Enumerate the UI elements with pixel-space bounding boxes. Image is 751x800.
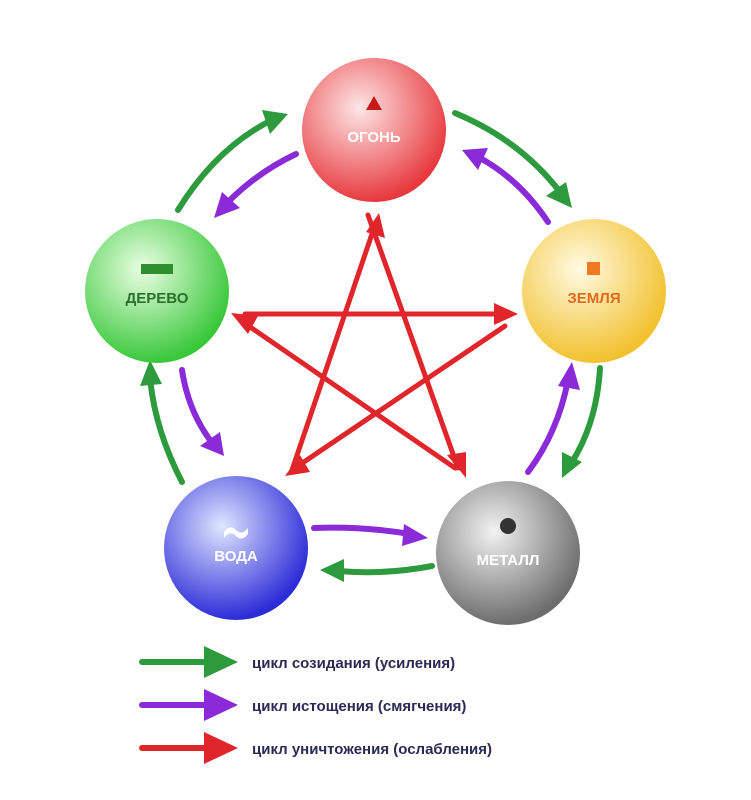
legend-item-destruction: цикл уничтожения (ослабления)	[139, 732, 492, 764]
node-water: ВОДА	[164, 476, 308, 620]
arrowhead-fire-to-earth	[546, 182, 572, 208]
arrow-fire-to-wood	[225, 151, 299, 205]
legend: цикл созидания (усиления) цикл истощения…	[139, 646, 492, 764]
node-metal-circle	[436, 481, 580, 625]
node-water-circle	[164, 476, 308, 620]
triangle-icon	[366, 96, 382, 110]
bar-icon	[141, 264, 173, 274]
node-water-label: ВОДА	[214, 548, 258, 565]
arrowhead-metal-to-water	[320, 559, 344, 582]
arrowhead-wood-to-water	[200, 432, 224, 456]
node-earth: ЗЕМЛЯ	[522, 219, 666, 363]
node-wood-circle	[85, 219, 229, 363]
creation-cycle-arrows	[140, 110, 603, 582]
arrow-metal-to-water	[335, 563, 435, 576]
arrowhead-water-to-fire	[366, 213, 385, 238]
legend-arrowhead-destruction	[204, 732, 238, 764]
node-metal-label: МЕТАЛЛ	[477, 552, 540, 569]
node-earth-circle	[522, 219, 666, 363]
legend-item-creation: цикл созидания (усиления)	[139, 646, 455, 678]
arrowhead-metal-to-earth	[558, 362, 580, 390]
legend-label-destruction: цикл уничтожения (ослабления)	[252, 741, 492, 758]
arrow-metal-to-wood	[237, 317, 458, 471]
arrow-earth-to-water	[292, 323, 508, 471]
legend-label-exhaustion: цикл истощения (смягчения)	[252, 698, 466, 715]
arrow-earth-to-fire	[477, 155, 551, 225]
arrow-metal-to-earth	[525, 377, 571, 475]
dot-icon	[500, 518, 516, 534]
wave-icon	[224, 527, 248, 539]
arrowhead-fire-to-metal	[447, 452, 466, 478]
arrow-water-to-fire	[289, 222, 378, 473]
arrowhead-water-to-metal	[402, 524, 428, 546]
arrow-fire-to-metal	[365, 212, 461, 471]
arrow-wood-to-water	[179, 367, 213, 443]
node-wood-label: ДЕРЕВО	[126, 290, 189, 307]
legend-item-exhaustion: цикл истощения (смягчения)	[139, 689, 466, 721]
node-metal: МЕТАЛЛ	[436, 481, 580, 625]
arrow-water-to-metal	[311, 524, 413, 537]
legend-label-creation: цикл созидания (усиления)	[252, 655, 455, 672]
arrow-earth-to-metal	[569, 365, 603, 465]
node-fire-circle	[302, 58, 446, 202]
node-wood: ДЕРЕВО	[85, 219, 229, 363]
arrow-water-to-wood	[147, 375, 185, 485]
node-fire: ОГОНЬ	[302, 58, 446, 202]
legend-arrowhead-exhaustion	[204, 689, 238, 721]
exhaustion-cycle-arrows	[179, 148, 580, 546]
square-icon	[587, 262, 600, 275]
arrowhead-fire-to-wood	[214, 192, 240, 218]
arrowhead-wood-to-fire	[262, 110, 288, 134]
arrowhead-wood-to-earth	[494, 303, 518, 325]
legend-arrowhead-creation	[204, 646, 238, 678]
node-earth-label: ЗЕМЛЯ	[567, 290, 620, 307]
node-fire-label: ОГОНЬ	[347, 129, 400, 146]
arrow-fire-to-earth	[452, 110, 563, 195]
arrowhead-metal-to-wood	[231, 313, 258, 334]
destruction-cycle-arrows	[231, 212, 518, 478]
arrowhead-water-to-wood	[140, 360, 162, 386]
arrow-wood-to-fire	[175, 119, 271, 213]
arrowhead-earth-to-fire	[462, 148, 488, 170]
arrowhead-earth-to-metal	[562, 452, 582, 478]
